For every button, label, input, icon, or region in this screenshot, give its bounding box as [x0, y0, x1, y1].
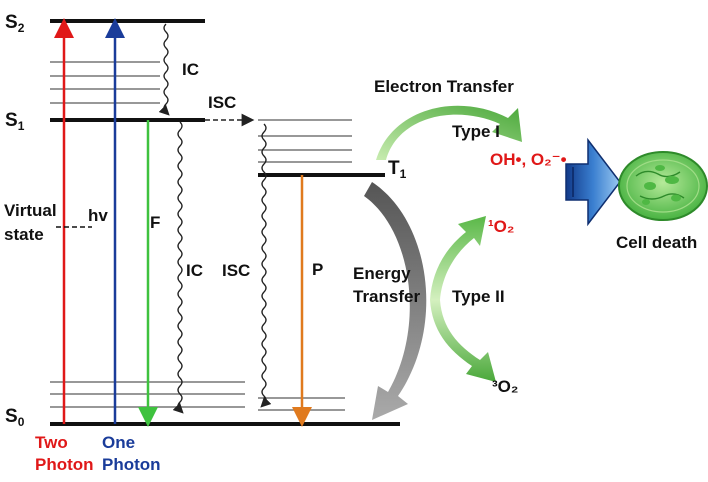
singlet-oxygen-label: ¹O₂: [488, 217, 514, 236]
type1-label: Type I: [452, 122, 500, 141]
triplet-oxygen-label: ³O₂: [492, 377, 518, 396]
t1-vibrational-levels: [258, 119, 352, 163]
ic-vertical-label: IC: [186, 261, 203, 280]
type2-label: Type II: [452, 287, 505, 306]
energy-transfer-label-2: Transfer: [353, 287, 420, 306]
s0-label: S0: [5, 406, 25, 429]
ic-vertical-wavy-arrow: [172, 121, 184, 414]
cell-icon: [618, 151, 708, 221]
two-photon-label-2: Photon: [35, 455, 94, 474]
fluorescence-label: F: [150, 213, 160, 232]
cell-death-label: Cell death: [616, 233, 697, 252]
hv-label: hv: [88, 206, 108, 225]
energy-transfer-label: Energy: [353, 264, 411, 283]
type1-curved-arrow: [376, 105, 522, 160]
ic-top-wavy-arrow: [158, 23, 170, 116]
two-photon-label: Two: [35, 433, 68, 452]
ic-top-label: IC: [182, 60, 199, 79]
radical-products-label: OH•, O₂⁻•: [490, 150, 567, 169]
phosphorescence-label: P: [312, 260, 323, 279]
isc-vertical-wavy-arrow: [260, 123, 272, 408]
s1-vibrational-levels: [50, 61, 160, 104]
virtual-state-label: Virtual: [4, 201, 57, 220]
one-photon-label: One: [102, 433, 135, 452]
type2-up-arrow: [430, 216, 486, 300]
block-arrow: [565, 137, 621, 227]
s2-label: S2: [5, 12, 25, 35]
isc-vertical-label: ISC: [222, 261, 250, 280]
electron-transfer-label: Electron Transfer: [374, 77, 514, 96]
one-photon-label-2: Photon: [102, 455, 161, 474]
virtual-state-label-2: state: [4, 225, 44, 244]
t1-label: T1: [388, 158, 407, 181]
type2-down-arrow: [430, 300, 496, 382]
s1-label: S1: [5, 110, 25, 133]
energy-transfer-grey-arrow: [364, 182, 427, 420]
isc-top-label: ISC: [208, 93, 236, 112]
